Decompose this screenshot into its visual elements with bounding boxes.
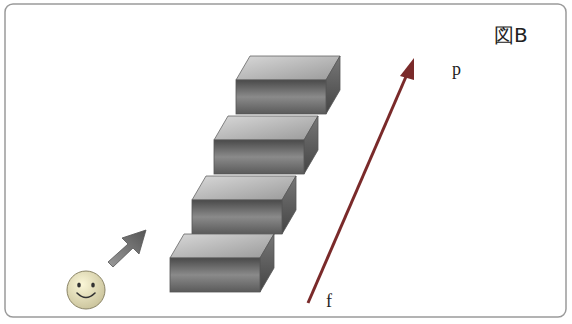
point-label: f (326, 292, 332, 312)
stair-block (236, 56, 340, 114)
figure-label: 図B (494, 24, 528, 46)
frame (5, 4, 566, 317)
point-label: p (452, 60, 461, 80)
stair-block (192, 176, 296, 234)
direction-arrow (108, 230, 146, 267)
stair-block (170, 234, 274, 292)
progress-arrow (308, 58, 414, 303)
stair-blocks (170, 56, 340, 292)
smiley-face (67, 271, 105, 309)
stair-block (214, 116, 318, 174)
